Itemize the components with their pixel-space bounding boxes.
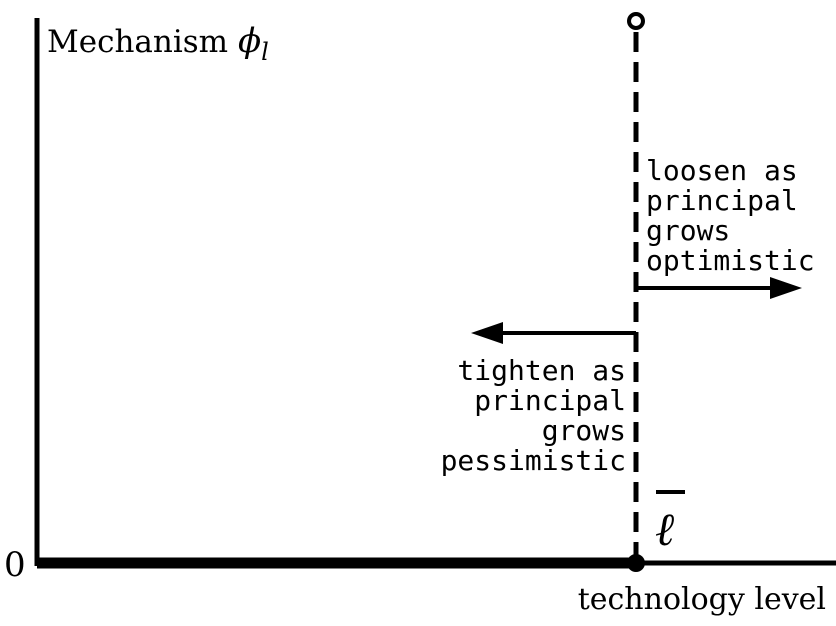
threshold-label: ℓ — [655, 502, 675, 556]
left-annotation-line: pessimistic — [441, 444, 626, 477]
left-annotation-line: grows — [542, 414, 626, 447]
y-axis-label-subscript: l — [261, 38, 269, 66]
left-annotation: tighten as principal grows pessimistic — [441, 354, 626, 477]
right-arrow-head — [770, 277, 802, 299]
open-circle-marker — [627, 12, 645, 30]
right-annotation-line: loosen as — [646, 154, 798, 187]
left-arrow-head — [471, 322, 503, 344]
right-annotation-line: grows — [646, 214, 730, 247]
y-axis-label-text: Mechanism — [47, 24, 238, 60]
right-annotation-line: principal — [646, 184, 798, 217]
right-annotation-line: optimistic — [646, 244, 815, 277]
x-axis-label: technology level — [578, 582, 826, 617]
right-annotation: loosen as principal grows optimistic — [646, 154, 815, 277]
y-axis-label-symbol: ϕ — [238, 21, 261, 61]
left-annotation-line: tighten as — [457, 354, 626, 387]
y-axis-label: Mechanism ϕl — [47, 21, 269, 66]
left-annotation-line: principal — [474, 384, 626, 417]
origin-label: 0 — [4, 545, 26, 585]
filled-dot-marker — [627, 554, 645, 572]
